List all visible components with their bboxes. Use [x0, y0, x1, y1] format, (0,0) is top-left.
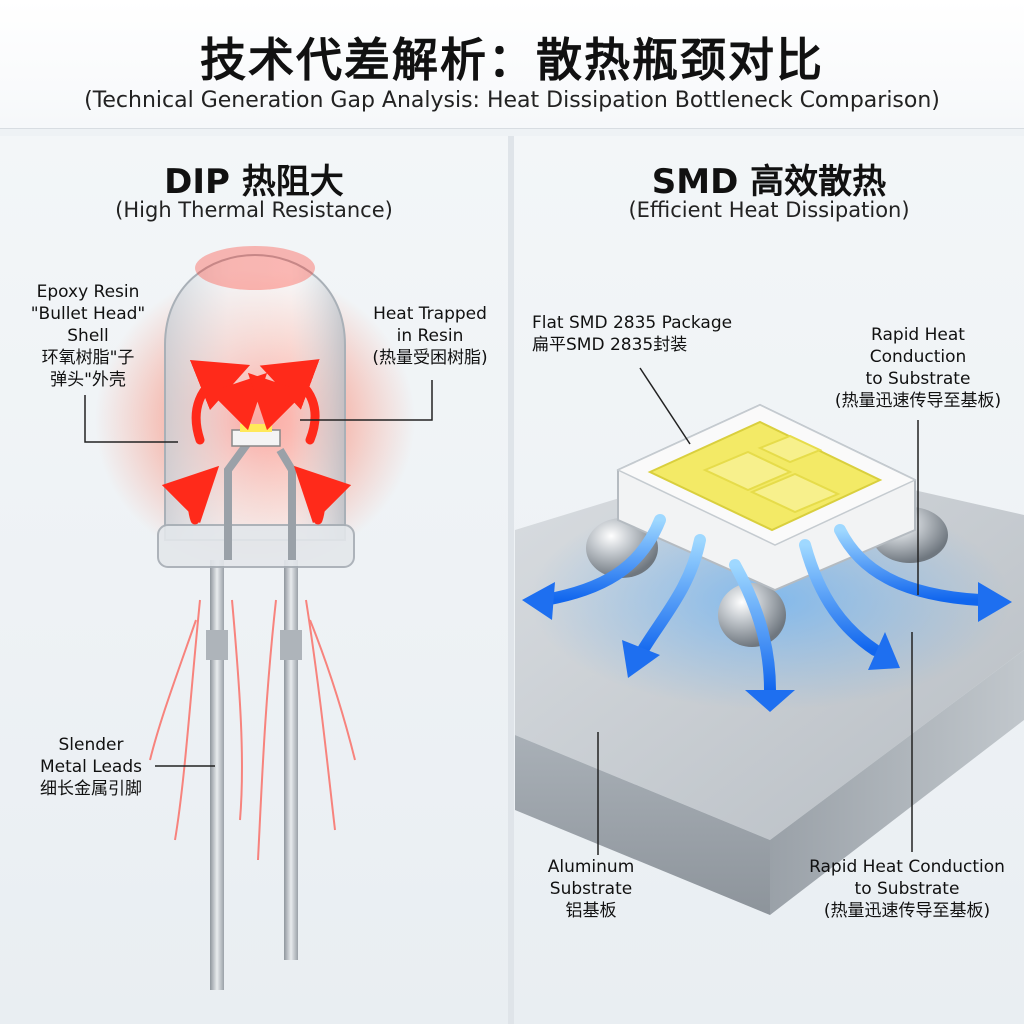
label-rapid-conduction-top: Rapid Heat Conduction to Substrate (热量迅速… [834, 325, 1002, 411]
cathode-post [276, 447, 296, 560]
tip-glow [195, 246, 315, 290]
smd-assembly [515, 403, 1024, 915]
smd-leader-lines [597, 367, 919, 855]
die-pads [702, 434, 841, 514]
smd-subheading: (Efficient Heat Dissipation) [628, 198, 910, 222]
label-rapid-conduction-bottom: Rapid Heat Conduction to Substrate (热量迅速… [809, 857, 1005, 921]
main-subtitle: (Technical Generation Gap Analysis: Heat… [84, 88, 940, 113]
solder-joint-left [586, 518, 658, 578]
label-heat-trapped: Heat Trapped in Resin (热量受困树脂) [372, 304, 488, 368]
lead-left-kink [206, 630, 228, 660]
label-metal-leads: Slender Metal Leads 细长金属引脚 [39, 735, 143, 799]
panel-divider [508, 136, 514, 1024]
label-epoxy-shell: Epoxy Resin "Bullet Head" Shell 环氧树脂"子 弹… [30, 282, 146, 390]
lead-left [210, 560, 224, 990]
dip-leader-lines [84, 380, 433, 767]
dip-led [95, 246, 415, 990]
main-title: 技术代差解析：散热瓶颈对比 [200, 33, 824, 87]
lead-right [284, 560, 298, 960]
trapped-heat-arrows [161, 359, 352, 525]
lead-right-kink [280, 630, 302, 660]
heat-flow-arrows [539, 514, 986, 696]
led-die [240, 424, 272, 432]
smd-heading: SMD 高效散热 [651, 162, 887, 202]
header: 技术代差解析：散热瓶颈对比 (Technical Generation Gap … [0, 0, 1024, 129]
dip-subheading: (High Thermal Resistance) [115, 198, 393, 222]
lead-heat-streaks [149, 599, 356, 861]
led-chip [231, 429, 281, 447]
flange [157, 524, 355, 568]
aluminum-front [515, 735, 770, 915]
label-aluminum-substrate: Aluminum Substrate 铝基板 [547, 857, 635, 921]
aluminum-side [770, 650, 1024, 915]
dip-panel: DIP 热阻大 (High Thermal Resistance) [0, 136, 508, 1024]
label-smd-package: Flat SMD 2835 Package 扁平SMD 2835封装 [532, 313, 733, 355]
dip-heading: DIP 热阻大 [164, 162, 344, 202]
arrow-heads [522, 582, 1012, 712]
